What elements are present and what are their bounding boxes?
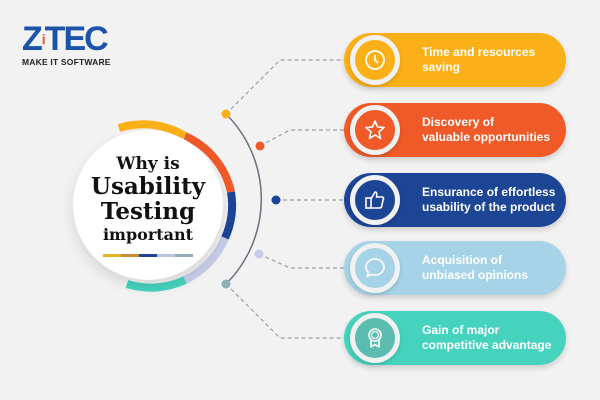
progress-ring (117, 120, 237, 292)
color-underline (103, 253, 193, 257)
card-label-line-2: competitive advantage (422, 338, 552, 352)
reason-card-time: Time and resources saving (344, 33, 566, 87)
card-label-line-1: Ensurance of effortless (422, 185, 556, 199)
reason-card-acquisition: Acquisition of unbiased opinions (344, 241, 566, 295)
reason-card-advantage: Gain of major competitive advantage (344, 311, 566, 365)
reason-card-ensurance: Ensurance of effortless usability of the… (344, 173, 566, 227)
card-label-line-2: saving (422, 60, 461, 74)
reason-card-discovery: Discovery of valuable opportunities (344, 103, 566, 157)
title-line-2: Usability (90, 172, 206, 200)
card-label-line-1: Gain of major (422, 323, 500, 337)
clock-icon (350, 35, 400, 85)
title-line-3: Testing (100, 197, 196, 225)
thumbs-up-icon (350, 175, 400, 225)
card-label-line-1: Time and resources (422, 45, 536, 59)
logo-tagline: MAKE IT SOFTWARE (22, 57, 111, 67)
card-label-line-2: usability of the product (422, 200, 555, 214)
card-label-line-1: Acquisition of (422, 253, 502, 267)
title-line-4: important (102, 224, 194, 244)
star-icon (350, 105, 400, 155)
title-line-1: Why is (116, 153, 180, 174)
card-label-line-1: Discovery of (422, 115, 495, 129)
card-label-line-2: valuable opportunities (422, 130, 551, 144)
center-circle: Why is Usability Testing important (55, 112, 243, 300)
card-label-line-2: unbiased opinions (422, 268, 529, 282)
speech-bubble-icon (350, 243, 400, 293)
award-medal-icon (350, 313, 400, 363)
